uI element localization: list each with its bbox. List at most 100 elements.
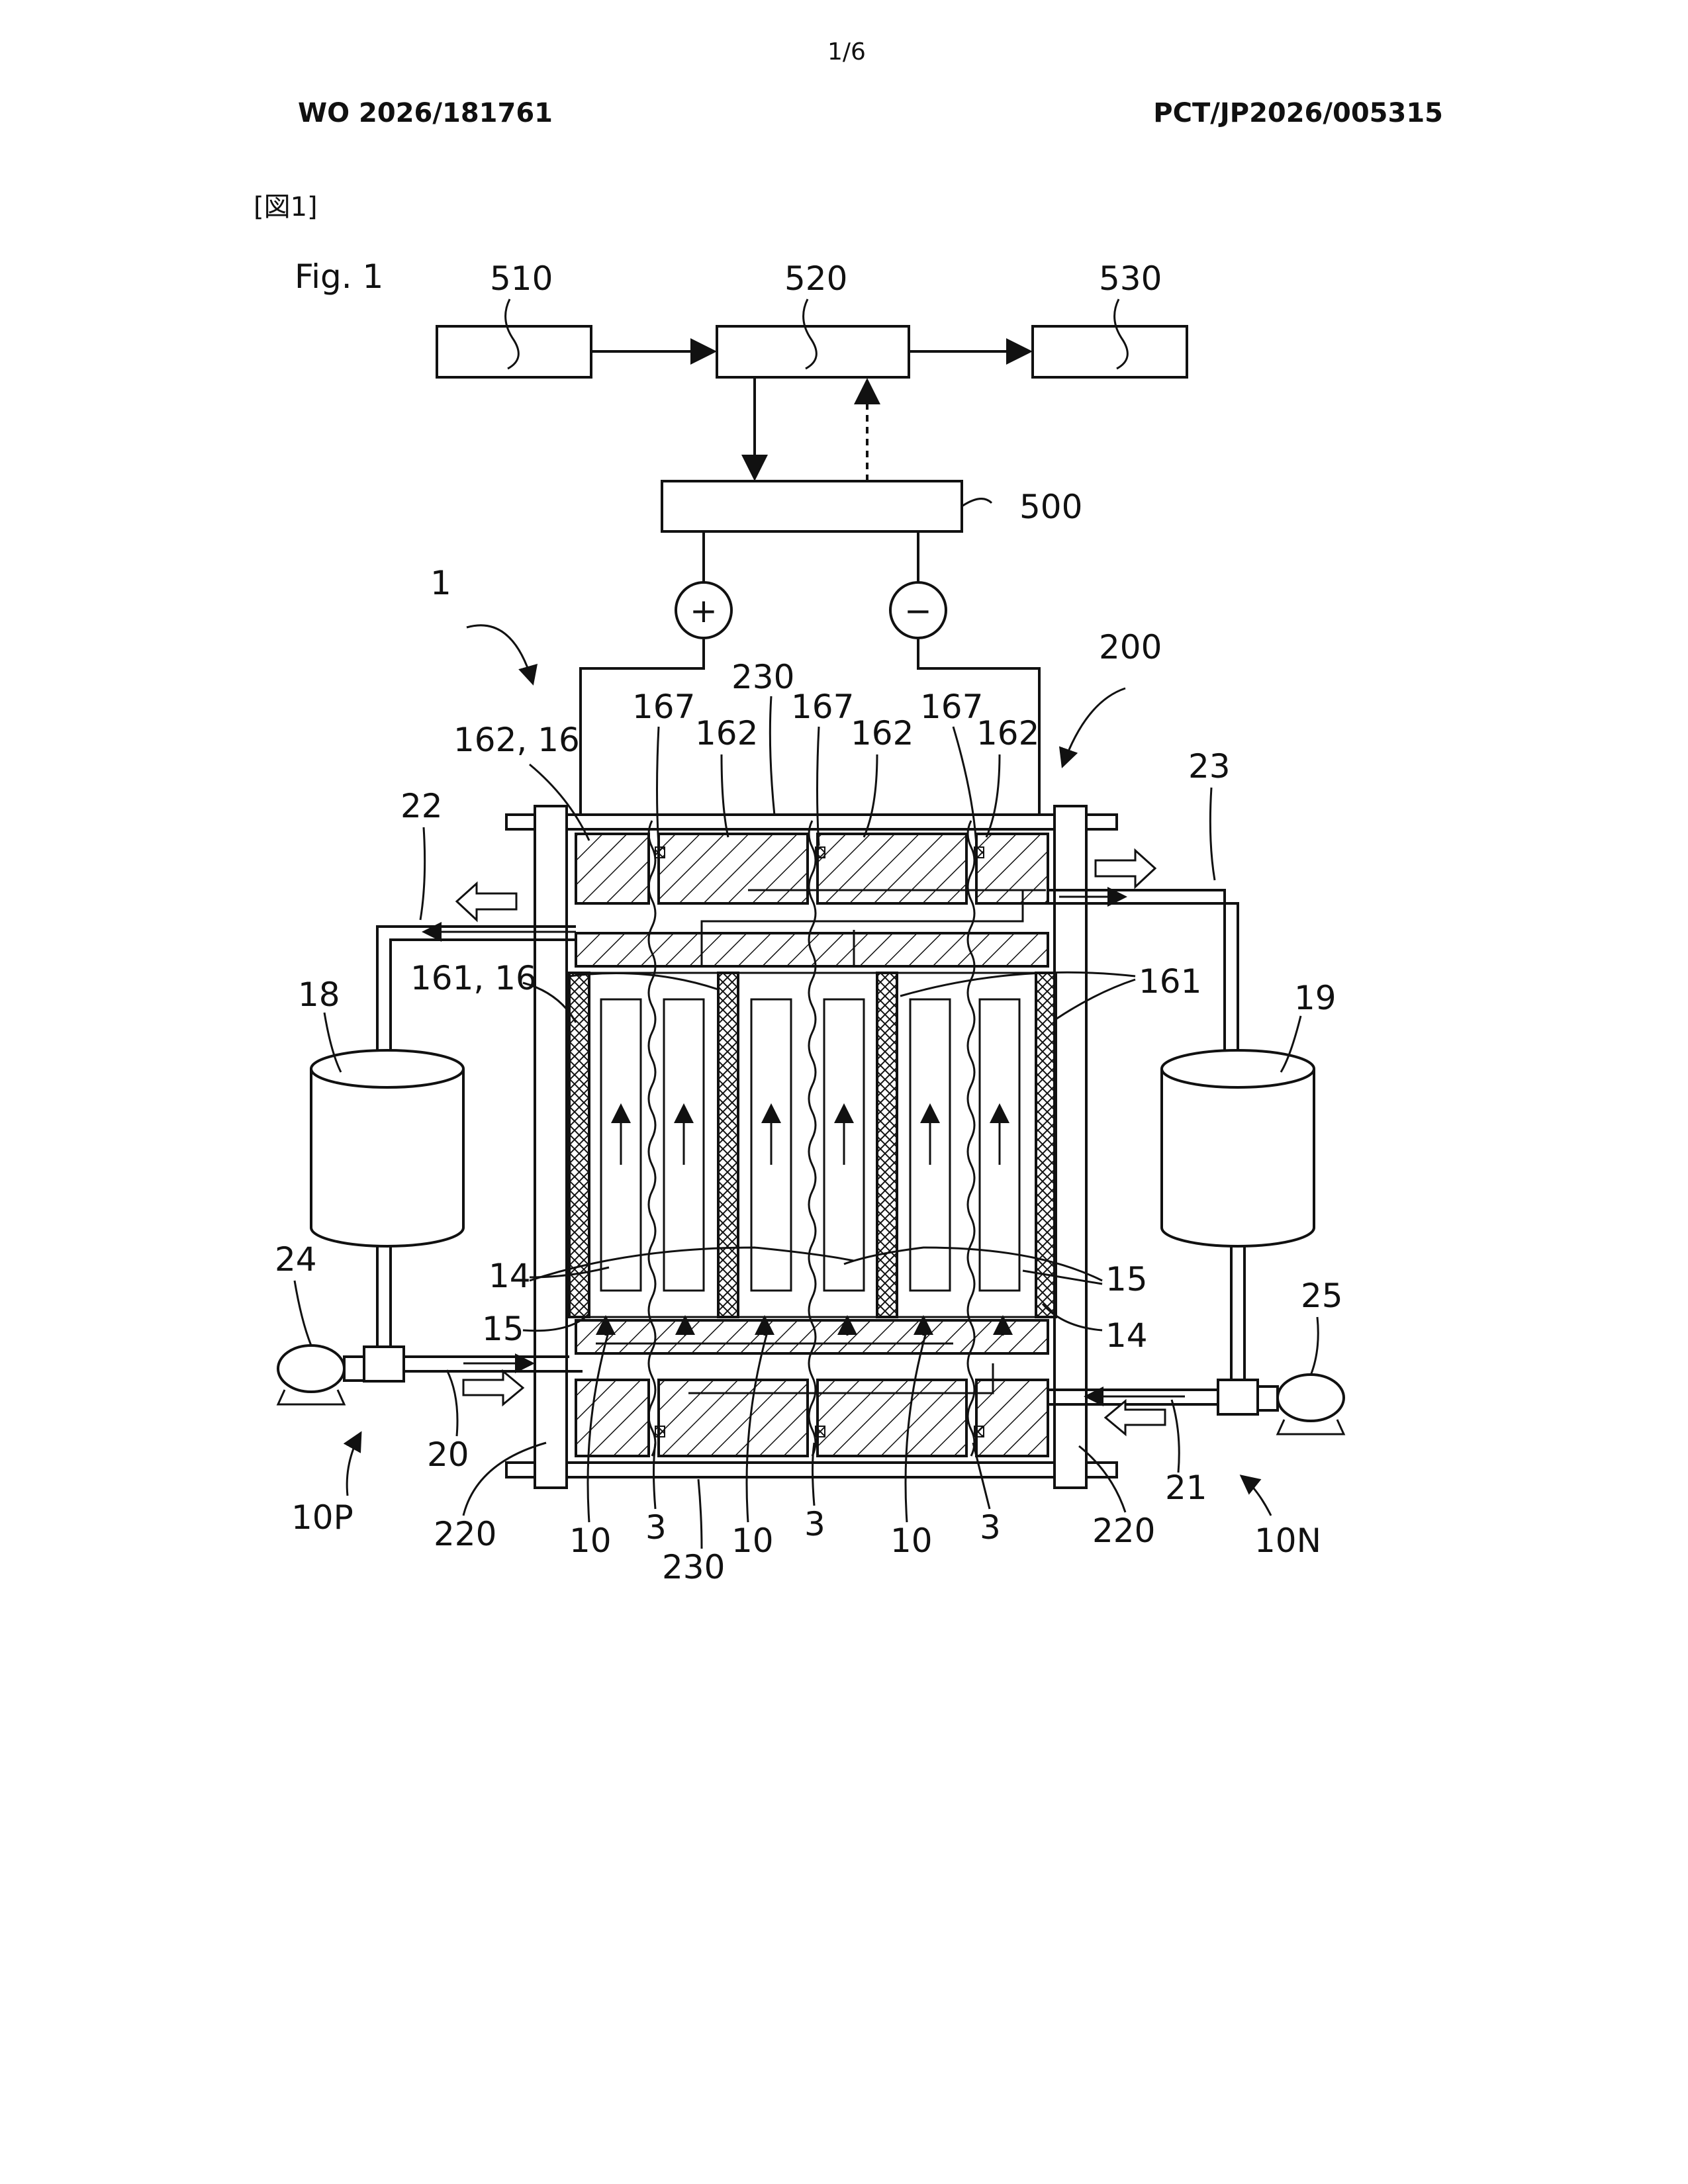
pump-24-head bbox=[364, 1347, 404, 1381]
cell-3 bbox=[897, 973, 1036, 1317]
leader-24 bbox=[295, 1281, 311, 1345]
label-14-right: 14 bbox=[1105, 1316, 1148, 1355]
label-21: 21 bbox=[1165, 1469, 1207, 1507]
leader-167-a bbox=[657, 727, 659, 846]
label-10-c: 10 bbox=[890, 1522, 933, 1560]
frame-162-upper-4 bbox=[976, 834, 1048, 903]
label-200: 200 bbox=[1099, 628, 1162, 666]
label-10-b: 10 bbox=[731, 1522, 774, 1560]
label-1: 1 bbox=[430, 564, 451, 602]
block-510 bbox=[437, 326, 591, 377]
lower-manifold-bar bbox=[576, 1320, 1048, 1353]
cell-1 bbox=[589, 973, 718, 1317]
leader-21 bbox=[1172, 1400, 1179, 1473]
block-500 bbox=[662, 481, 962, 531]
leader-1 bbox=[467, 625, 533, 684]
label-162-a: 162 bbox=[695, 714, 758, 752]
label-162-b: 162 bbox=[851, 714, 914, 752]
bipolar-plate-161-3 bbox=[877, 973, 897, 1317]
frame-162-upper-3 bbox=[818, 834, 966, 903]
label-162-c: 162 bbox=[976, 714, 1039, 752]
label-3-c: 3 bbox=[980, 1508, 1001, 1547]
frame-162-upper-1 bbox=[576, 834, 649, 903]
plus-sign: + bbox=[690, 592, 718, 630]
pump-25-motor bbox=[1278, 1375, 1344, 1421]
label-500: 500 bbox=[1019, 488, 1082, 526]
tank-19-top bbox=[1162, 1050, 1314, 1087]
label-3-a: 3 bbox=[645, 1508, 667, 1547]
leader-230-bottom bbox=[698, 1479, 702, 1549]
membrane-3-3 bbox=[968, 821, 974, 1456]
pump-24-motor bbox=[278, 1345, 344, 1392]
leader-167-b bbox=[818, 727, 820, 846]
label-161: 161 bbox=[1139, 962, 1201, 1001]
label-10-a: 10 bbox=[569, 1522, 612, 1560]
leader-500 bbox=[962, 499, 992, 506]
leader-161-16-b bbox=[569, 974, 718, 990]
label-23: 23 bbox=[1188, 747, 1231, 786]
pump-25-coupling bbox=[1258, 1387, 1278, 1410]
bipolar-plate-161-4 bbox=[1036, 973, 1056, 1317]
label-167-c: 167 bbox=[920, 688, 983, 726]
label-220-left: 220 bbox=[434, 1515, 496, 1553]
end-plate-left bbox=[535, 806, 567, 1488]
label-162-16: 162, 16 bbox=[453, 721, 580, 759]
label-24: 24 bbox=[275, 1240, 317, 1279]
seal-167-5 bbox=[816, 1426, 825, 1437]
label-161-16: 161, 16 bbox=[410, 959, 537, 997]
label-167-b: 167 bbox=[791, 688, 854, 726]
tie-rod-bottom bbox=[506, 1463, 1117, 1477]
label-3-b: 3 bbox=[804, 1505, 825, 1543]
block-530 bbox=[1033, 326, 1187, 377]
seal-167-1 bbox=[655, 847, 665, 858]
label-167-a: 167 bbox=[632, 688, 695, 726]
label-25: 25 bbox=[1301, 1277, 1343, 1315]
hollow-arrow-22 bbox=[457, 884, 516, 920]
leader-161-a bbox=[900, 972, 1135, 996]
label-220-right: 220 bbox=[1092, 1512, 1155, 1550]
wire-plus bbox=[581, 638, 704, 815]
seal-167-2 bbox=[816, 847, 825, 858]
membrane-3-1 bbox=[649, 821, 655, 1456]
frame-lower-3 bbox=[818, 1380, 966, 1456]
seal-167-4 bbox=[655, 1426, 665, 1437]
hollow-arrow-23 bbox=[1096, 850, 1155, 887]
label-230-top: 230 bbox=[731, 658, 794, 696]
label-19: 19 bbox=[1294, 979, 1336, 1017]
cell-2 bbox=[738, 973, 877, 1317]
leader-10P bbox=[347, 1433, 361, 1496]
label-520: 520 bbox=[784, 259, 847, 298]
frame-lower-4 bbox=[976, 1380, 1048, 1456]
label-15-right: 15 bbox=[1105, 1260, 1148, 1298]
tank-18-body bbox=[311, 1069, 463, 1246]
frame-lower-1 bbox=[576, 1380, 649, 1456]
membrane-3-2 bbox=[809, 821, 816, 1456]
label-530: 530 bbox=[1099, 259, 1162, 298]
leader-23 bbox=[1210, 788, 1215, 880]
label-10N: 10N bbox=[1254, 1522, 1321, 1560]
label-15-left: 15 bbox=[482, 1310, 524, 1348]
bipolar-plate-161-2 bbox=[718, 973, 738, 1317]
leader-230-top bbox=[770, 696, 774, 815]
hollow-arrow-20 bbox=[463, 1371, 523, 1404]
frame-lower-2 bbox=[659, 1380, 808, 1456]
label-510: 510 bbox=[490, 259, 553, 298]
frame-162-upper-2 bbox=[659, 834, 808, 903]
label-10P: 10P bbox=[291, 1498, 353, 1537]
block-520 bbox=[717, 326, 909, 377]
hollow-arrow-21 bbox=[1105, 1401, 1165, 1434]
seal-167-6 bbox=[974, 1426, 984, 1437]
label-230-bottom: 230 bbox=[662, 1548, 725, 1586]
leader-10N bbox=[1241, 1476, 1271, 1516]
label-22: 22 bbox=[400, 787, 443, 825]
pump-24-coupling bbox=[344, 1357, 364, 1381]
pump-25-head bbox=[1218, 1380, 1258, 1414]
minus-sign: − bbox=[904, 592, 932, 630]
label-14-left: 14 bbox=[489, 1257, 531, 1295]
tank-19-body bbox=[1162, 1069, 1314, 1246]
leader-22 bbox=[420, 827, 425, 920]
upper-manifold-bar bbox=[576, 933, 1048, 966]
figure-title: Fig. 1 bbox=[295, 257, 383, 296]
